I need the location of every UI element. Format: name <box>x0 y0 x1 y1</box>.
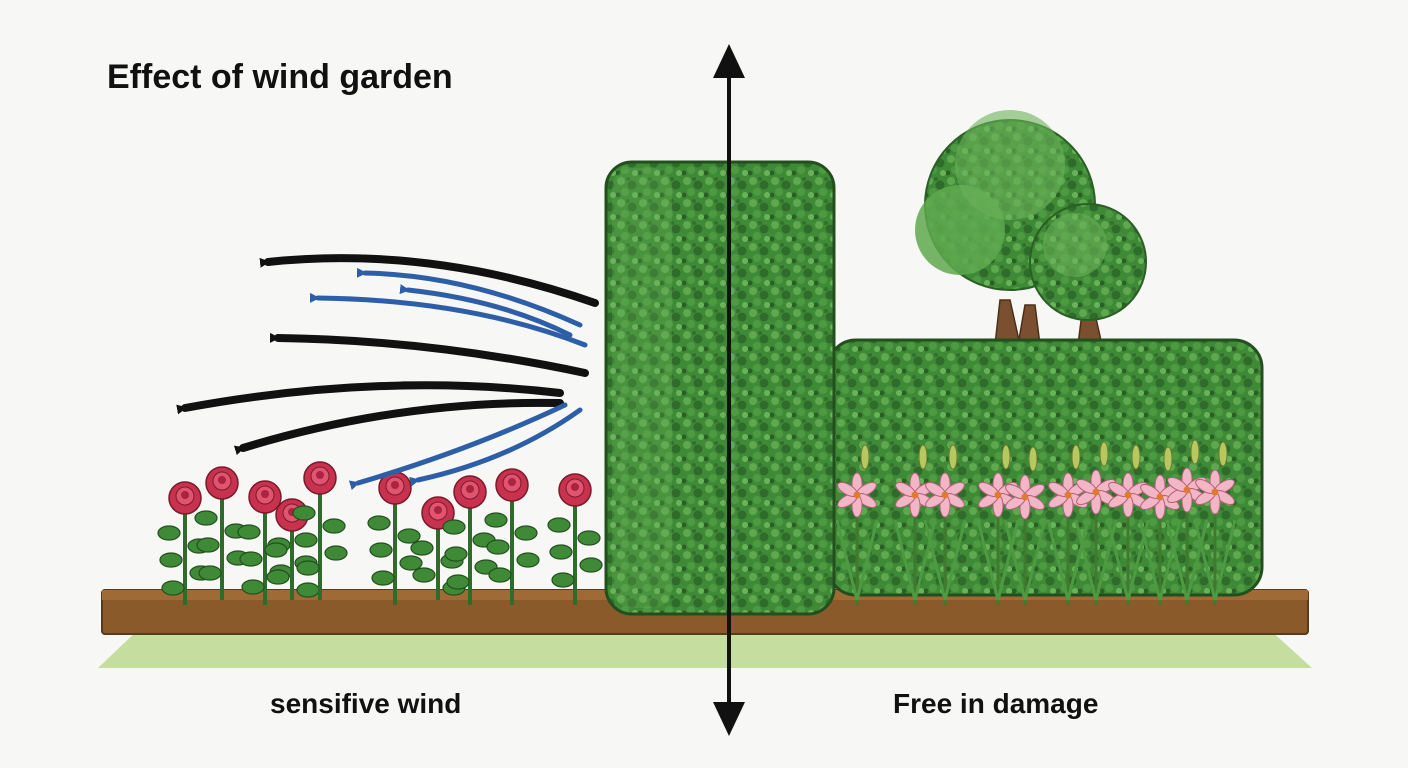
wind-arrow-icon <box>309 292 588 348</box>
rose-bed <box>157 461 603 605</box>
wind-arrow-icon <box>399 284 573 338</box>
rose-icon <box>367 471 423 605</box>
rose-icon <box>442 475 498 605</box>
hedge-icon <box>604 160 836 616</box>
lily-icon <box>976 444 1020 605</box>
lily-icon <box>1074 441 1118 605</box>
wind-arrow-icon <box>356 267 583 328</box>
lily-bed <box>835 439 1237 605</box>
rose-icon <box>237 480 293 605</box>
rose-icon <box>484 468 540 605</box>
lily-icon <box>1138 446 1182 605</box>
right-caption: Free in damage <box>893 688 1099 719</box>
rose-icon <box>547 473 603 605</box>
wind-arrow-icon <box>348 402 568 491</box>
wind-arrow-icon <box>176 381 564 415</box>
wind-arrows-blue <box>309 267 588 491</box>
lily-icon <box>1003 446 1047 605</box>
diagram-title: Effect of wind garden <box>107 58 453 96</box>
lily-icon <box>1106 444 1150 605</box>
tree-icon <box>1029 203 1147 346</box>
double-arrow-icon <box>713 44 745 736</box>
lily-icon <box>1193 441 1237 605</box>
wind-arrow-icon <box>409 407 583 487</box>
lily-icon <box>835 444 879 605</box>
wind-arrows-black <box>176 254 599 456</box>
grass-strip <box>98 628 1312 668</box>
wind-arrow-icon <box>259 254 599 307</box>
wind-arrow-icon <box>269 332 589 377</box>
rose-icon <box>292 461 348 600</box>
lily-icon <box>893 444 937 605</box>
left-caption: sensifive wind <box>270 688 462 719</box>
lily-icon <box>923 444 967 605</box>
wind-arrow-icon <box>233 398 564 456</box>
